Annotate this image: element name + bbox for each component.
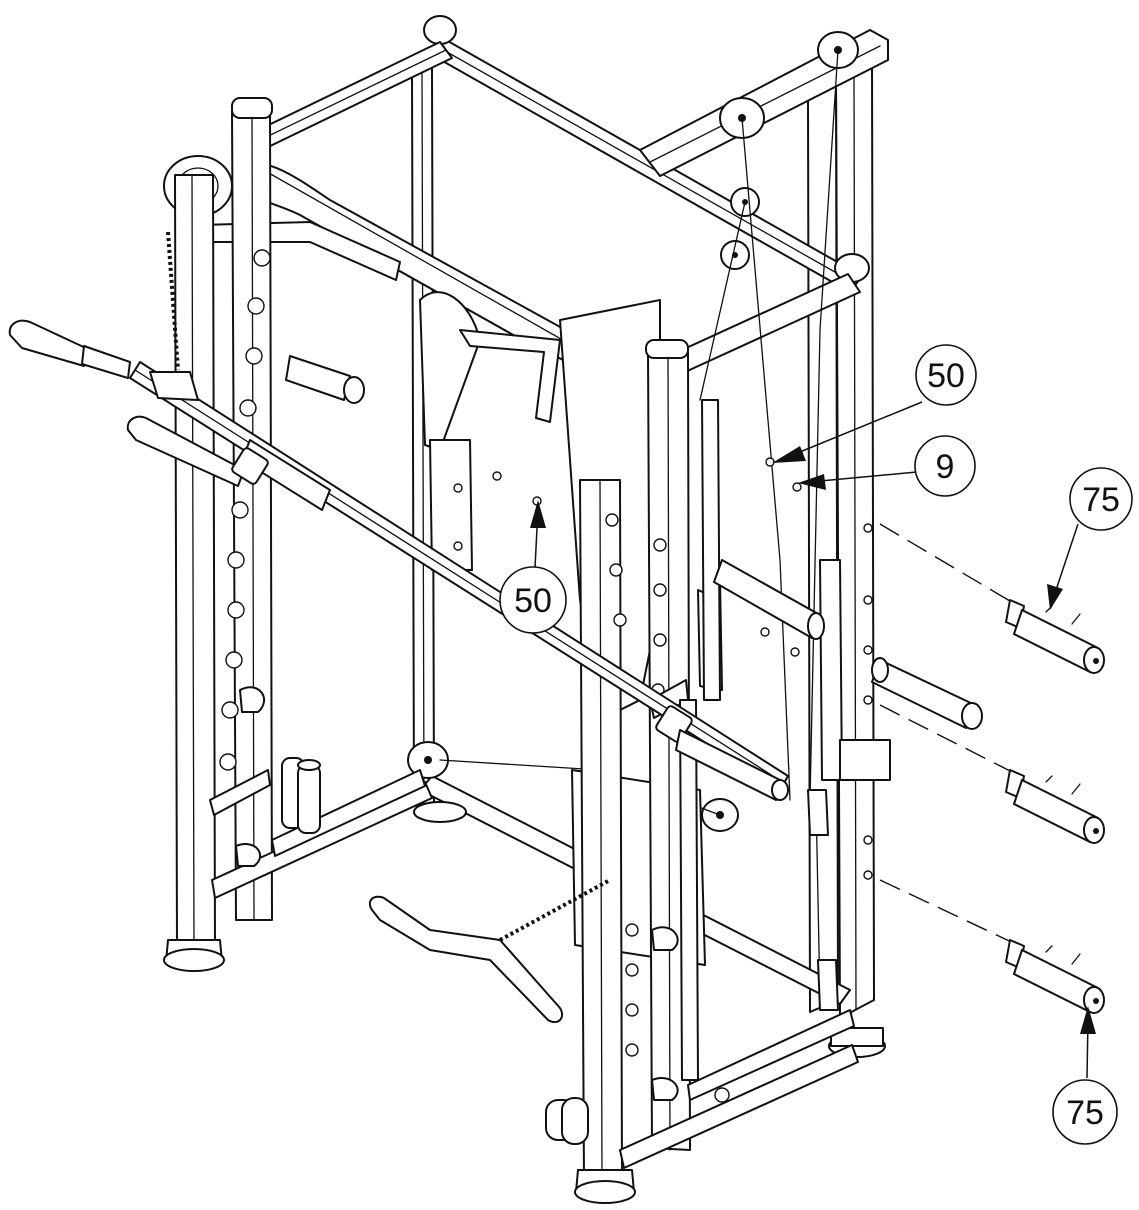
callout-50-upper: 50: [772, 344, 977, 463]
callout-9: 9: [798, 435, 976, 497]
callout-75-lower: 75: [1052, 1006, 1118, 1145]
callout-75-upper-label: 75: [1082, 481, 1120, 519]
right-peg-holes: [605, 513, 667, 1057]
hardware-bolt-right: [760, 457, 802, 657]
right-peg-installed-1: [713, 559, 825, 640]
right-tower-holes: [807, 523, 891, 1011]
callout-9-label: 9: [936, 448, 955, 486]
smith-bar: [8, 231, 789, 801]
loose-peg-bottom: [1005, 939, 1105, 1014]
callout-50-lower-label: 50: [514, 582, 552, 620]
hardware-bolt-left: [492, 471, 542, 506]
bottom-handle: [368, 878, 611, 1024]
assembly-paths: [879, 523, 1021, 947]
callout-50-upper-label: 50: [927, 357, 965, 395]
loose-peg-middle: [1005, 769, 1105, 844]
right-peg-installed-2: [871, 657, 983, 730]
upright-peg-holes: [219, 249, 271, 771]
loose-peg-top: [1005, 599, 1105, 674]
callout-75-lower-label: 75: [1066, 1094, 1104, 1132]
left-uprights: [163, 97, 433, 972]
callout-50-lower: 50: [499, 500, 567, 634]
callout-75-upper: 75: [1047, 467, 1133, 610]
